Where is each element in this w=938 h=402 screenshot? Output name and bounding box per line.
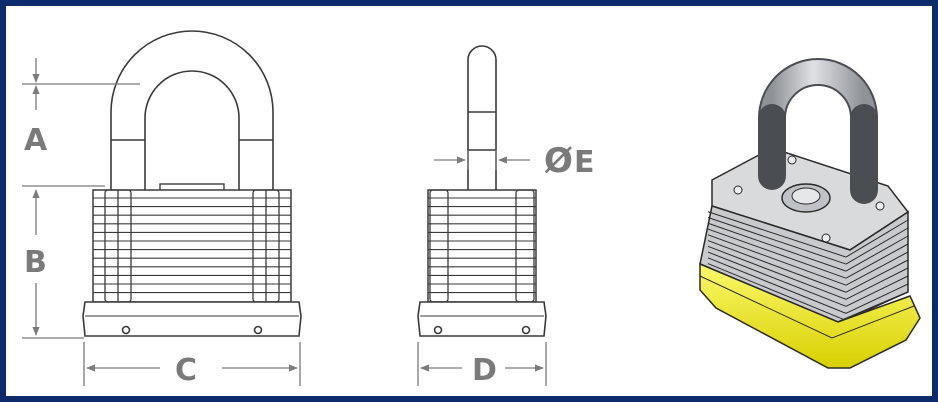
dim-label-e: E [574,145,595,180]
dimension-lines [22,58,547,386]
dim-label-d: D [472,353,497,388]
front-view [82,30,302,337]
plate-line [845,251,909,286]
plate-line [707,211,847,258]
plate-line [707,251,847,307]
plate-line [707,245,847,300]
dim-label-b: B [24,245,47,280]
iso-bumper [699,262,921,369]
plate-body [92,189,292,303]
plate-line [707,217,847,265]
diameter-symbol: Ø [544,141,573,181]
plate-line [707,257,847,314]
iso-shackle [760,60,876,208]
side-shackle [467,45,497,190]
plate-line [845,283,909,314]
iso-laminated-plates [699,205,909,323]
side-laminated-plates [427,189,537,303]
front-laminated-plates [92,189,292,303]
plate-line [707,222,847,272]
plate-line [845,219,909,258]
iso-rivet [787,155,797,165]
plate-line [845,227,909,265]
plate-line [707,228,847,279]
iso-rivet [875,201,885,211]
plate-line [845,235,909,272]
plate-line [845,243,909,279]
plate-line [707,263,847,321]
front-shackle [110,30,274,190]
plate-line [845,259,909,293]
plate-line [845,275,909,307]
iso-rivet [733,185,743,195]
plate-body [427,189,537,303]
plate-line [707,234,847,286]
plate-line [707,240,847,293]
dim-label-c: C [175,353,197,388]
plate-line [845,267,909,300]
technical-drawing: A B C D Ø E [22,30,921,388]
dim-label-a: A [24,123,48,158]
isometric-view [699,58,921,369]
side-view [417,45,547,337]
front-bumper [82,301,302,337]
side-bumper [417,301,547,337]
